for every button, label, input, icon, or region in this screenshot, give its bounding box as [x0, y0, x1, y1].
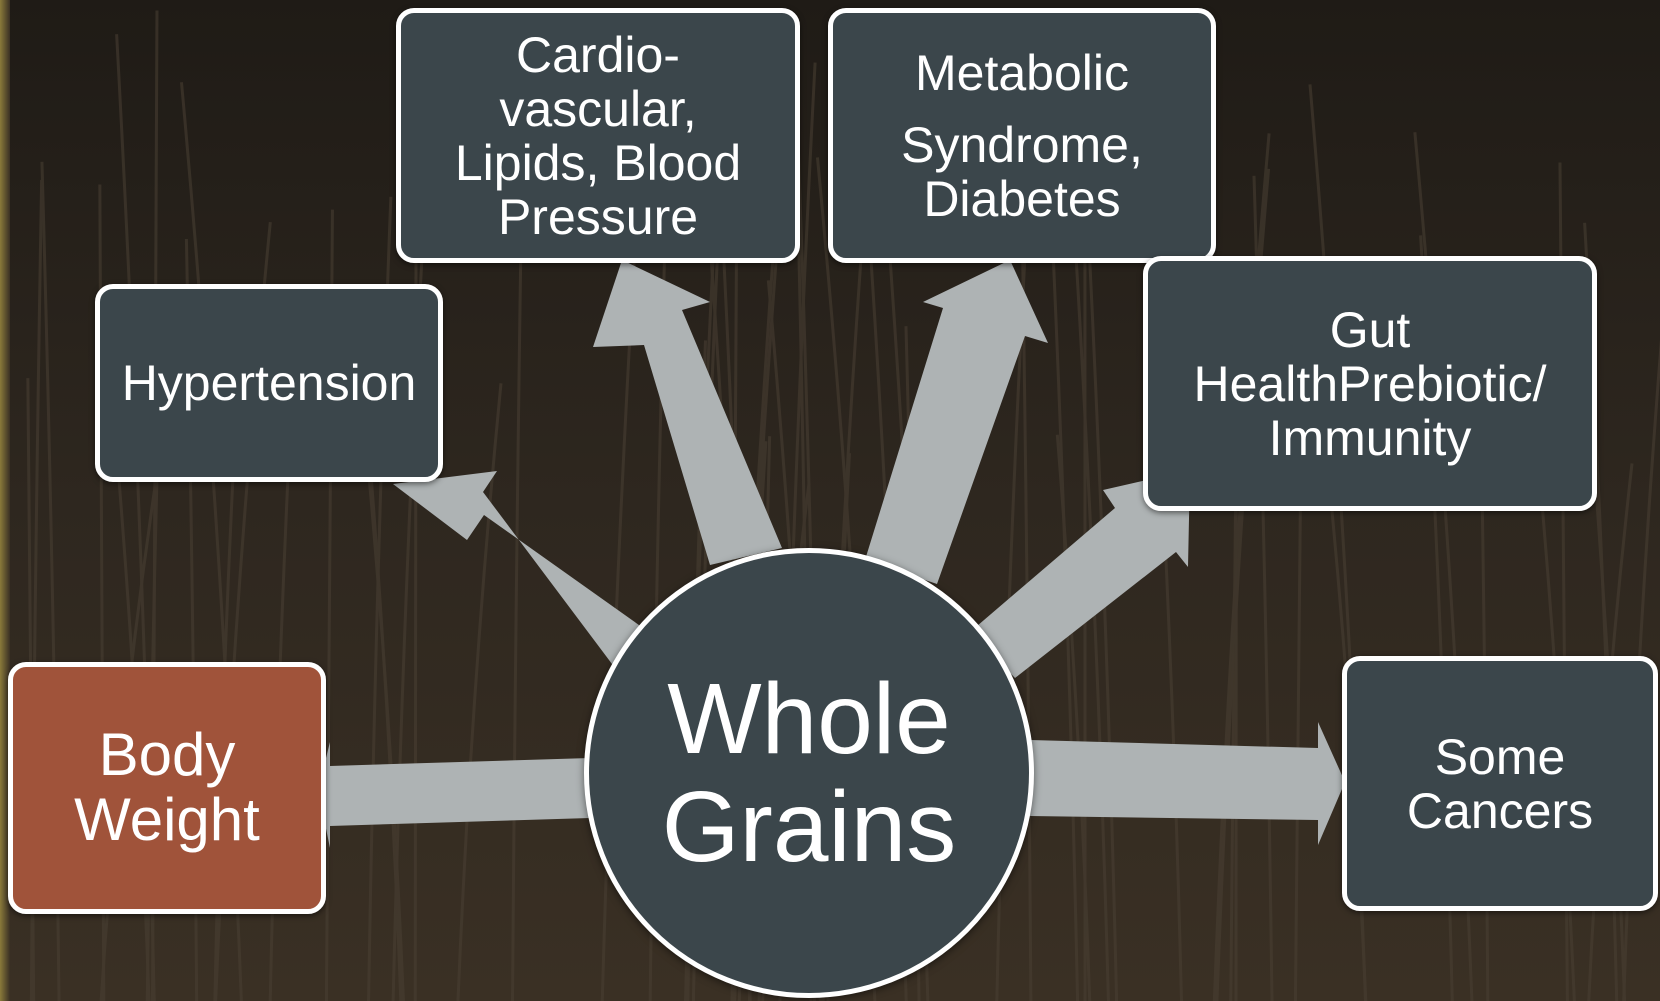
node-label-line: vascular,	[499, 82, 696, 136]
node-label-line: Syndrome,	[901, 118, 1143, 172]
arrow-to-metabolic	[865, 260, 1048, 584]
arrow-to-body-weight	[318, 742, 590, 848]
node-label-line: Immunity	[1269, 411, 1472, 465]
node-hypertension: Hypertension	[95, 284, 443, 482]
center-label-line: Whole	[667, 665, 950, 773]
node-cardiovascular: Cardio- vascular, Lipids, Blood Pressure	[396, 8, 800, 263]
node-label-line: Cardio-	[516, 28, 680, 82]
node-label-line: Pressure	[498, 190, 698, 244]
arrow-to-hypertension	[393, 471, 646, 672]
node-label-line: Hypertension	[122, 356, 417, 410]
node-label-line: Diabetes	[923, 172, 1120, 226]
arrow-to-cardiovascular	[593, 260, 782, 565]
node-label-line: Cancers	[1407, 784, 1593, 838]
node-label-line: HealthPrebiotic/	[1194, 357, 1547, 411]
node-label-line: Weight	[74, 788, 260, 853]
node-some-cancers: Some Cancers	[1342, 656, 1658, 911]
center-node-whole-grains: Whole Grains	[584, 548, 1034, 998]
node-body-weight: Body Weight	[8, 662, 326, 914]
node-metabolic: Metabolic Syndrome, Diabetes	[828, 8, 1216, 263]
node-label-line: Metabolic	[915, 46, 1129, 100]
center-label-line: Grains	[662, 773, 957, 881]
node-label-line: Body	[99, 723, 236, 788]
node-label-line: Some	[1435, 730, 1566, 784]
node-label-line: Gut	[1330, 303, 1411, 357]
node-label-line: Lipids, Blood	[455, 136, 741, 190]
node-gut-health: Gut HealthPrebiotic/ Immunity	[1143, 256, 1597, 511]
arrow-to-cancers	[1030, 722, 1345, 845]
